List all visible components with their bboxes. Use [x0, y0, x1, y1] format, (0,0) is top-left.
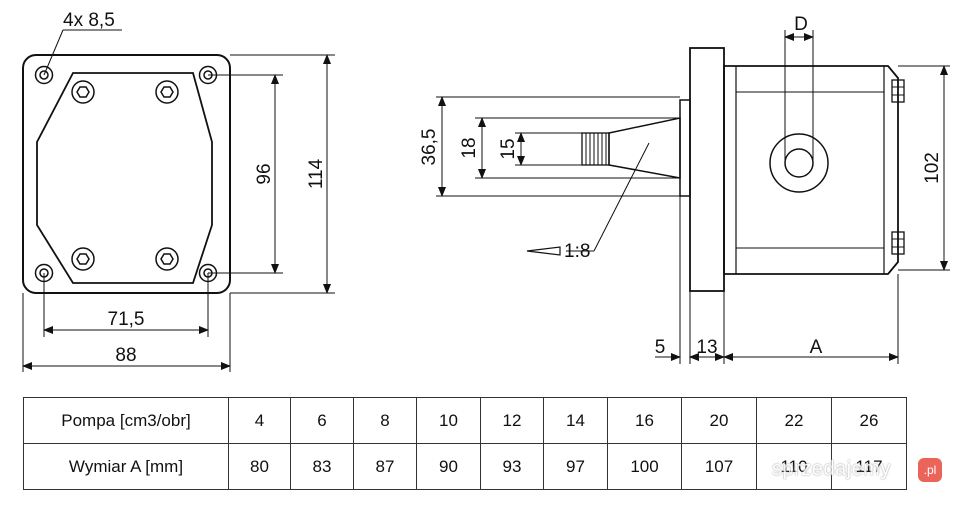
spigot [679, 99, 691, 197]
table-cell: 107 [681, 443, 757, 490]
side-bolt-top [891, 79, 905, 103]
table-cell: 6 [290, 397, 354, 444]
bolts [71, 80, 179, 271]
table-cell: 16 [607, 397, 682, 444]
table-cell: 22 [756, 397, 832, 444]
dim-18-label: 18 [459, 137, 480, 158]
row-label-pump: Pompa [cm3/obr] [23, 397, 229, 444]
table-cell: 93 [480, 443, 544, 490]
d-label: D [794, 14, 808, 35]
side-flange [689, 47, 725, 292]
pump-body [723, 65, 899, 275]
thread [581, 132, 610, 166]
side-bolt-bottom [891, 231, 905, 255]
table-cell: 12 [480, 397, 544, 444]
watermark-logo: .pl [918, 458, 942, 482]
table-cell: 110 [756, 443, 832, 490]
table-cell: 26 [831, 397, 907, 444]
port-outer [769, 133, 829, 193]
watermark-text: sprzedajemy [772, 458, 891, 480]
dim-13-label: 13 [696, 337, 717, 358]
inner-height-label: 96 [254, 163, 275, 184]
inner-width-label: 71,5 [108, 309, 145, 330]
spec-table: Pompa [cm3/obr] 4 6 8 10 12 14 16 20 22 … [23, 397, 907, 490]
technical-drawing: 4x 8,5 96 114 71,5 88 [22, 10, 950, 372]
thread-lines [585, 133, 607, 165]
table-cell: 10 [416, 397, 481, 444]
holes-label: 4x 8,5 [63, 10, 115, 31]
table-cell: 117 [831, 443, 907, 490]
table-cell: 20 [681, 397, 757, 444]
outer-width-label: 88 [115, 345, 136, 366]
taper-symbol [526, 246, 561, 256]
table-cell: 100 [607, 443, 682, 490]
dim-a-label: A [810, 337, 823, 358]
port-inner [784, 148, 814, 178]
table-cell: 83 [290, 443, 354, 490]
taper-shaft [608, 117, 681, 179]
table-cell: 87 [353, 443, 417, 490]
dim-36-5-label: 36,5 [419, 129, 440, 166]
side-view [436, 30, 950, 364]
table-cell: 90 [416, 443, 481, 490]
taper-label: 1:8 [564, 241, 590, 262]
row-label-dimension-a: Wymiar A [mm] [23, 443, 229, 490]
table-cell: 14 [543, 397, 608, 444]
flange-outline [22, 54, 231, 294]
table-cell: 80 [228, 443, 291, 490]
dim-5-label: 5 [655, 337, 666, 358]
table-cell: 8 [353, 397, 417, 444]
table-cell: 97 [543, 443, 608, 490]
body-outline [36, 72, 213, 284]
dim-102-label: 102 [922, 152, 943, 184]
outer-height-label: 114 [306, 158, 327, 189]
table-cell: 4 [228, 397, 291, 444]
mounting-holes [34, 65, 218, 283]
table-row: Wymiar A [mm] 80 83 87 90 93 97 100 107 … [23, 443, 907, 490]
dim-15-label: 15 [498, 138, 519, 159]
front-view [22, 29, 335, 372]
table-row: Pompa [cm3/obr] 4 6 8 10 12 14 16 20 22 … [23, 397, 907, 444]
